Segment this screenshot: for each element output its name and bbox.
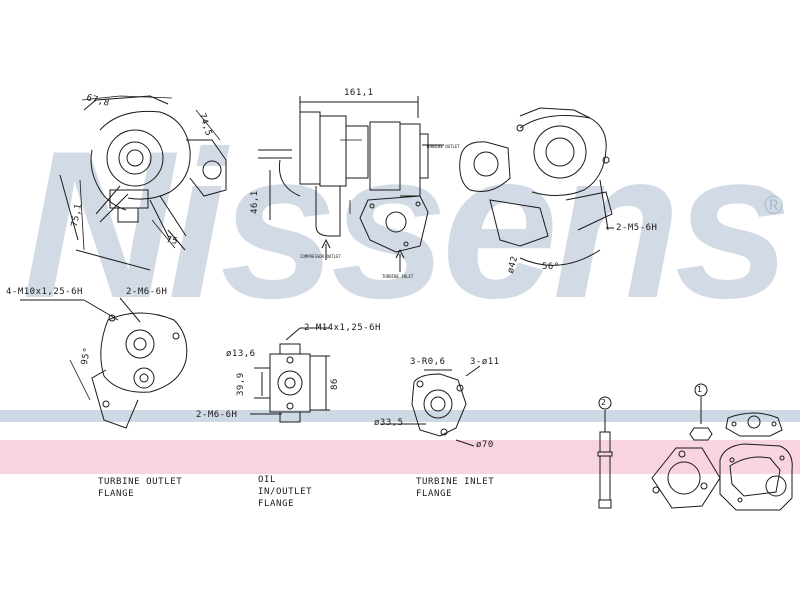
dimension-label: 56° [542, 262, 560, 272]
caption-line: FLANGE [98, 489, 135, 499]
kit-parts [597, 383, 793, 511]
callout-number: 1 [697, 385, 703, 394]
dimension-label: 161,1 [344, 88, 374, 98]
turbo-view-rear [459, 107, 614, 266]
port-label: COMPRESSOR OUTLET [300, 254, 341, 259]
caption-line: FLANGE [258, 499, 295, 509]
dimension-label: 46,1 [250, 190, 260, 214]
turbine-outlet-flange-view [20, 297, 188, 429]
caption-turbine-outlet: TURBINE OUTLET FLANGE [98, 476, 182, 500]
thread-label: 4-M10x1,25-6H [6, 287, 83, 297]
dimension-label: 75 [165, 235, 179, 247]
watermark-band-red [0, 440, 800, 474]
thread-label: 2-M6-6H [196, 410, 238, 420]
caption-line: IN/OUTLET [258, 487, 313, 497]
dimension-label: 86 [330, 378, 340, 390]
dimension-label: 39,9 [236, 372, 246, 396]
turbo-view-front [59, 95, 227, 271]
caption-line: FLANGE [416, 489, 453, 499]
dimension-label: 3-R0,6 [410, 357, 446, 367]
caption-turbine-inlet: TURBINE INLET FLANGE [416, 476, 494, 500]
oil-flange-view [250, 327, 330, 423]
callout-number: 2 [601, 398, 607, 407]
dimension-label: 3-ø11 [470, 357, 500, 367]
port-label: TURBINE INLET [382, 274, 414, 279]
thread-label: 2-M6-6H [126, 287, 168, 297]
watermark-band-blue [0, 410, 800, 422]
thread-label: 2-M14x1,25-6H [304, 323, 381, 333]
turbine-inlet-flange-view [380, 365, 481, 447]
caption-line: TURBINE OUTLET [98, 477, 183, 487]
turbo-view-side [258, 96, 444, 272]
caption-line: TURBINE INLET [416, 477, 495, 487]
caption-line: OIL [258, 475, 277, 485]
dimension-label: ø13,6 [226, 349, 256, 359]
dimension-label: ø33,5 [374, 418, 404, 428]
thread-label: 2-M5-6H [616, 223, 658, 233]
port-label: TURBINE OUTLET [426, 144, 460, 149]
registered-mark: ® [764, 190, 784, 220]
dimension-label: ø70 [476, 440, 494, 450]
caption-oil: OIL IN/OUTLET FLANGE [258, 474, 312, 510]
